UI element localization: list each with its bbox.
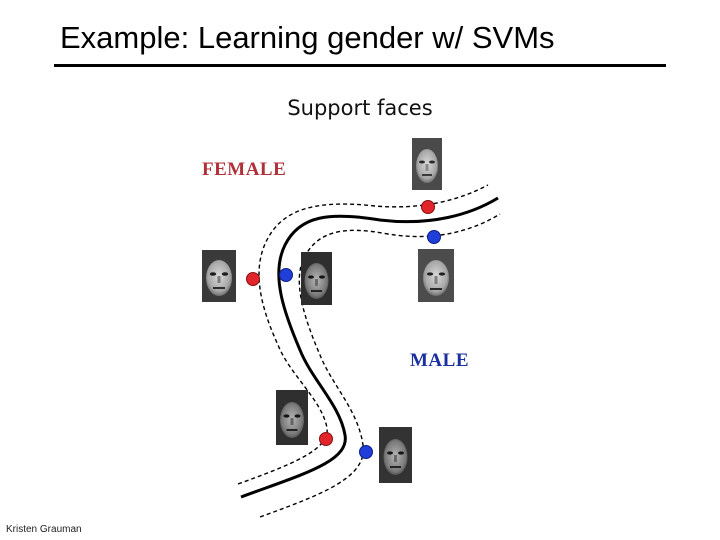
image-credit: Kristen Grauman (6, 524, 82, 535)
female-support-point (246, 272, 260, 286)
male-support-point (279, 268, 293, 282)
male-class-label: MALE (410, 350, 469, 371)
face-female-bottom (276, 390, 308, 445)
face-female-top (412, 138, 442, 190)
male-support-point (427, 230, 441, 244)
slide-subtitle: Support faces (287, 96, 433, 120)
face-male-bottom (379, 427, 412, 483)
male-margin (259, 213, 501, 518)
female-support-point (319, 432, 333, 446)
slide-title: Example: Learning gender w/ SVMs (60, 20, 555, 55)
face-male-center (301, 252, 332, 305)
female-support-point (421, 200, 435, 214)
title-underline (54, 64, 666, 67)
female-class-label: FEMALE (202, 159, 286, 180)
decision-boundary (240, 196, 499, 499)
face-male-right (418, 249, 454, 302)
male-support-point (359, 445, 373, 459)
female-margin (237, 184, 489, 485)
face-female-left (202, 250, 236, 302)
